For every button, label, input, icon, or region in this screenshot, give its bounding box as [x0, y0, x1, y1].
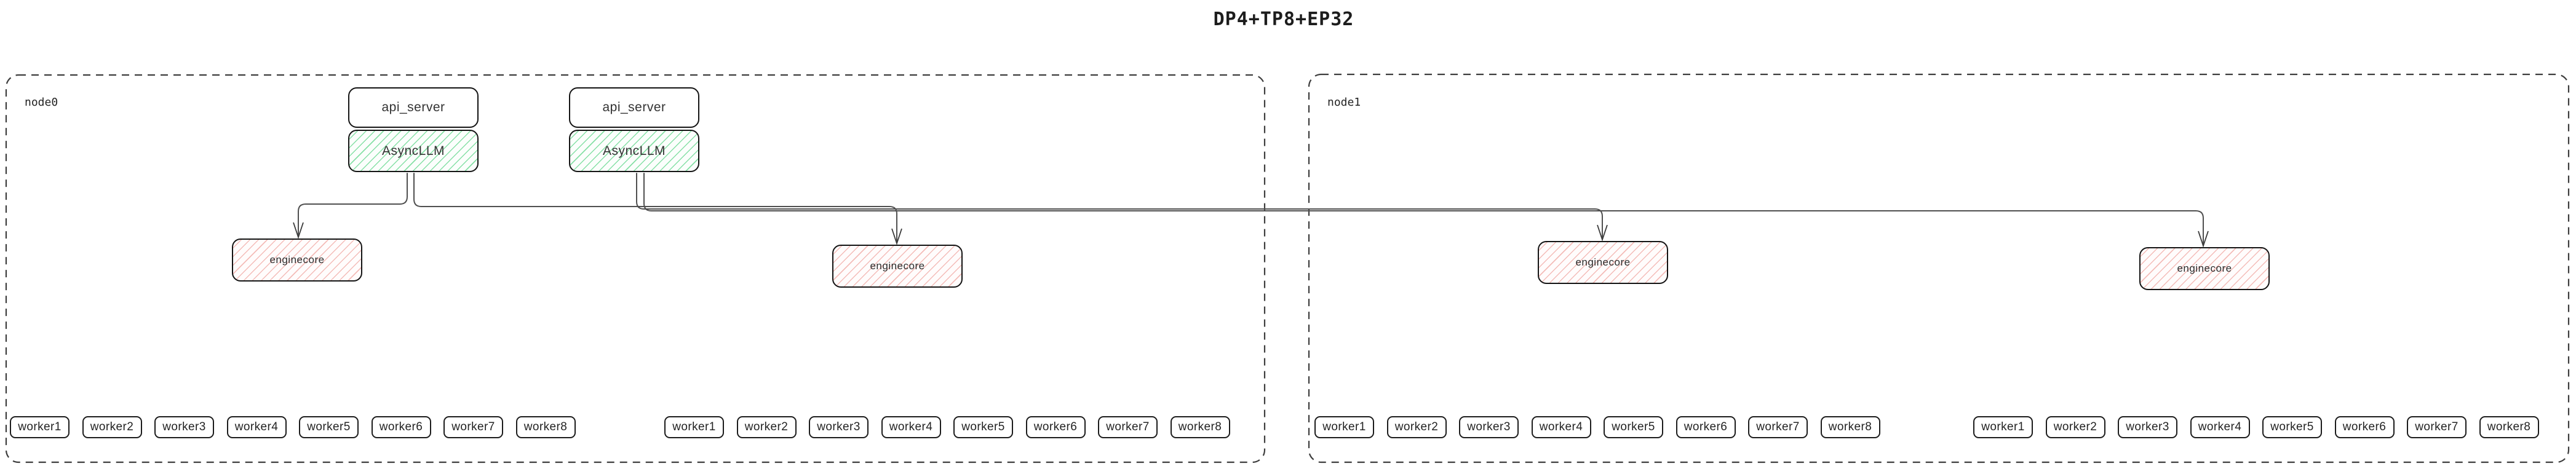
worker-box: worker4: [226, 416, 287, 438]
asyncllm-box-2: AsyncLLM: [569, 130, 699, 172]
worker-box: worker2: [1386, 416, 1447, 438]
worker-box: worker8: [1820, 416, 1880, 438]
worker-box: worker2: [82, 416, 142, 438]
node1-border: [1308, 73, 2570, 463]
worker-box: worker5: [1604, 416, 1663, 438]
worker-box: worker6: [1025, 416, 1086, 438]
arrowhead-enginecore2: [891, 228, 902, 245]
worker-box: worker2: [736, 416, 797, 438]
enginecore-box-1: enginecore: [232, 238, 362, 282]
enginecore-box-3: enginecore: [1538, 241, 1668, 284]
connector-asyncllm1-enginecore2: [413, 173, 897, 242]
node0-border: [5, 74, 1266, 463]
worker-box: worker7: [1748, 416, 1808, 438]
api-server-box-2: api_server: [569, 87, 699, 128]
worker-box: worker1: [1973, 416, 2033, 438]
enginecore-box-4: enginecore: [2139, 247, 2270, 290]
node0-label: node0: [25, 96, 58, 109]
worker-box: worker1: [664, 416, 724, 438]
worker-box: worker3: [809, 416, 869, 438]
worker-box: worker7: [1098, 416, 1158, 438]
worker-box: worker3: [2118, 416, 2177, 438]
node1-worker-group-2: worker1 worker2 worker3 worker4 worker5 worke…: [1973, 416, 2539, 438]
worker-box: worker7: [2407, 416, 2467, 438]
node0-worker-group-1: worker1 worker2 worker3 worker4 worker5 worke…: [10, 416, 576, 438]
worker-box: worker3: [154, 416, 214, 438]
worker-box: worker7: [443, 416, 503, 438]
worker-box: worker2: [2045, 416, 2105, 438]
asyncllm-box-1: AsyncLLM: [348, 130, 479, 172]
enginecore-box-2: enginecore: [832, 245, 963, 288]
worker-box: worker8: [515, 416, 576, 438]
worker-box: worker5: [2262, 416, 2322, 438]
worker-box: worker4: [881, 416, 941, 438]
connector-asyncllm1-enginecore1: [298, 173, 408, 237]
node1-label: node1: [1327, 96, 1361, 109]
worker-box: worker8: [2479, 416, 2539, 438]
worker-box: worker4: [2190, 416, 2250, 438]
node0-worker-group-2: worker1 worker2 worker3 worker4 worker5 worke…: [664, 416, 1230, 438]
arrowhead-enginecore3: [1597, 224, 1608, 242]
worker-box: worker3: [1459, 416, 1519, 438]
worker-box: worker1: [1314, 416, 1374, 438]
worker-box: worker6: [371, 416, 431, 438]
worker-box: worker6: [2334, 416, 2395, 438]
worker-box: worker4: [1531, 416, 1591, 438]
worker-box: worker5: [299, 416, 359, 438]
worker-box: worker6: [1676, 416, 1736, 438]
arrowhead-enginecore1: [293, 222, 304, 239]
diagram-title: DP4+TP8+EP32: [1213, 9, 1354, 30]
arrowhead-enginecore4: [2198, 231, 2209, 248]
node1-worker-group-1: worker1 worker2 worker3 worker4 worker5 worke…: [1314, 416, 1880, 438]
api-server-box-1: api_server: [348, 87, 479, 128]
connector-asyncllm2-enginecore4: [643, 173, 2204, 244]
connector-asyncllm2-enginecore3: [636, 173, 1603, 238]
worker-box: worker5: [953, 416, 1013, 438]
worker-box: worker1: [10, 416, 70, 438]
worker-box: worker8: [1170, 416, 1230, 438]
